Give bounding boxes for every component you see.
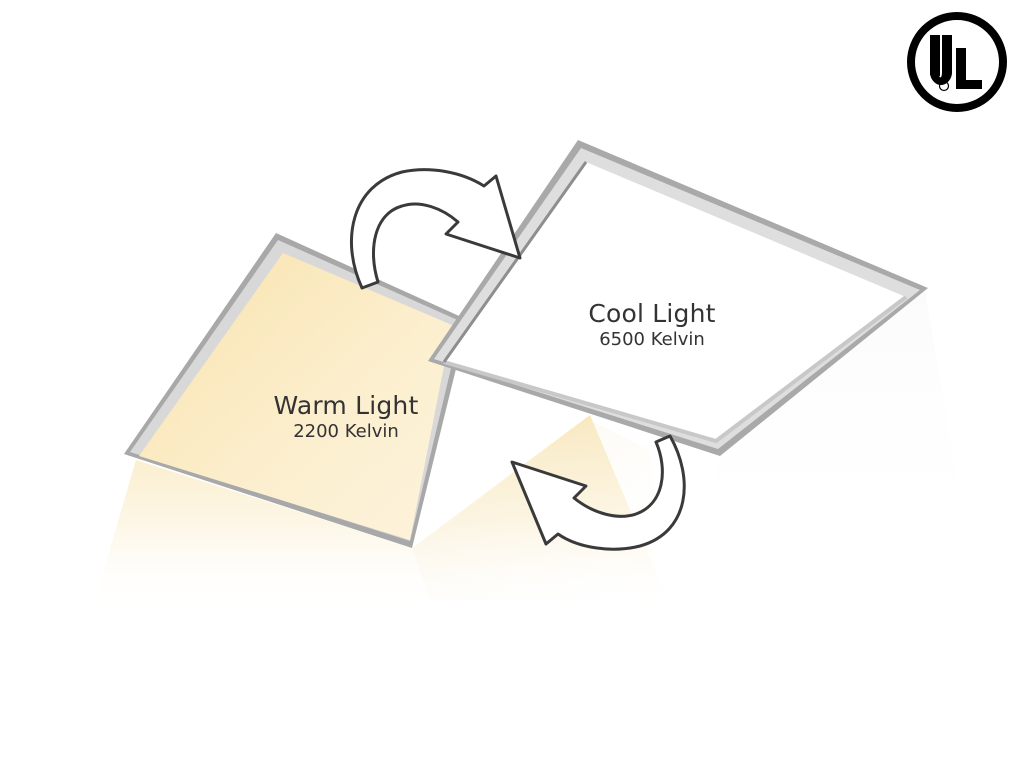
cool-light-beam xyxy=(700,290,960,560)
swap-arrow-bottom xyxy=(510,434,686,551)
cool-panel-edge xyxy=(443,295,908,444)
warm-light-temperature: 2200 Kelvin xyxy=(293,421,399,442)
cool-light-title: Cool Light xyxy=(588,299,716,328)
cool-panel-face xyxy=(444,162,906,441)
ul-logo xyxy=(907,12,1007,112)
curved-arrow-icon xyxy=(510,434,686,551)
cool-panel-edge-left xyxy=(442,161,588,363)
warm-panel-label: Warm Light 2200 Kelvin xyxy=(244,391,448,443)
curved-arrow-icon xyxy=(349,168,522,290)
warm-panel-face xyxy=(139,253,452,540)
swap-arrow-top xyxy=(349,168,522,290)
warm-light-title: Warm Light xyxy=(273,391,419,420)
cool-panel-label: Cool Light 6500 Kelvin xyxy=(556,299,748,351)
cool-light-temperature: 6500 Kelvin xyxy=(599,329,705,350)
